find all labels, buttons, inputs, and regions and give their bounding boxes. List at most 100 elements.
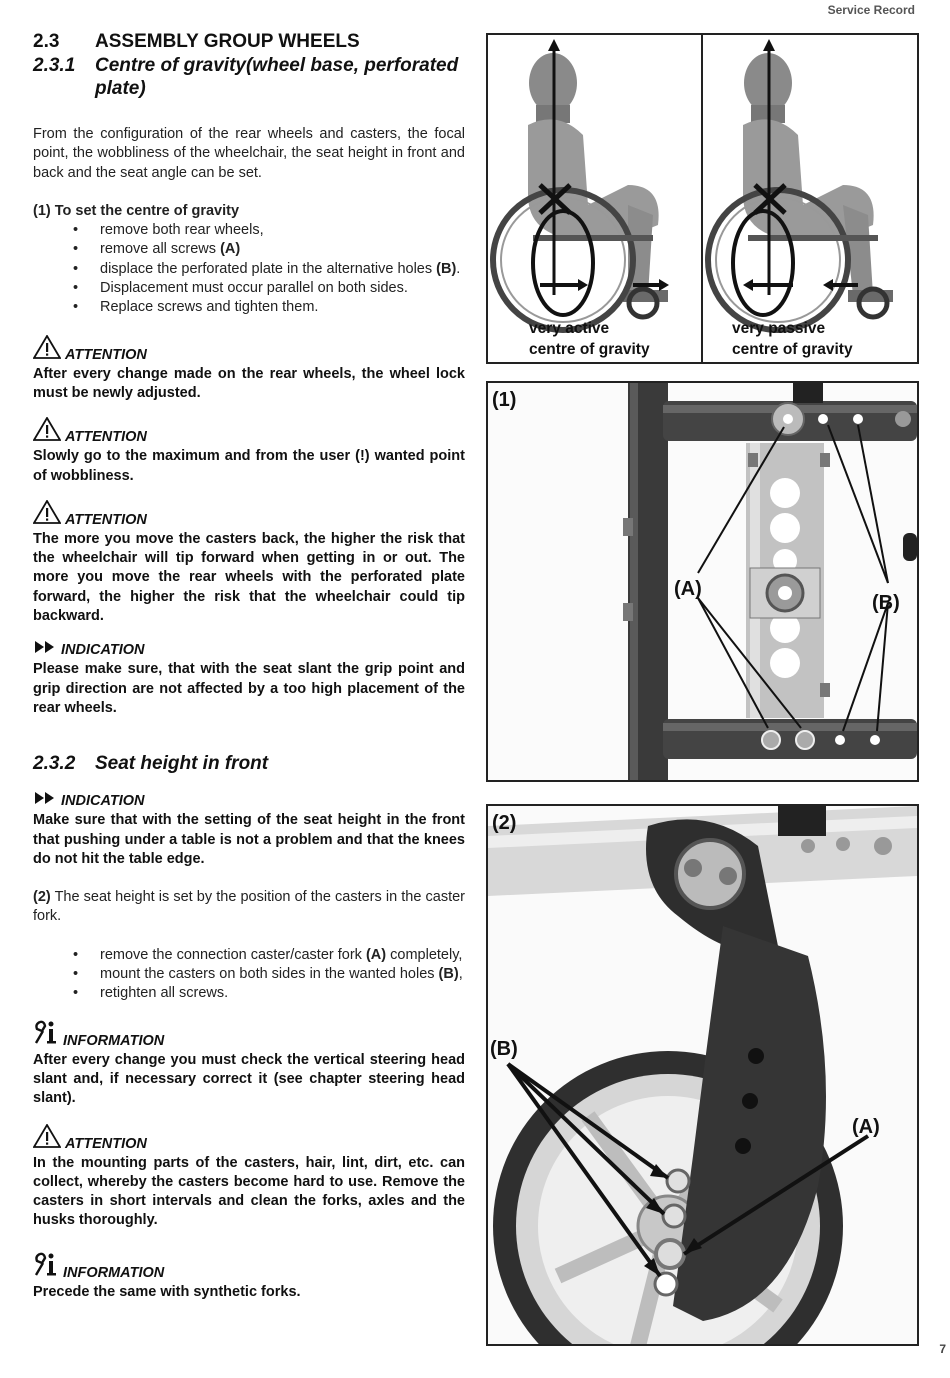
notice-information: INFORMATION Precede the same with synthet… [33, 1251, 465, 1302]
notice-text: In the mounting parts of the casters, ha… [33, 1154, 465, 1229]
cog-figure: very active centre of gravity very passi… [486, 33, 919, 364]
notice-title: ATTENTION [32, 499, 465, 530]
list-item-pre: Replace screws and tighten them. [100, 299, 319, 316]
double-arrow-icon [33, 640, 57, 660]
list-item-pre: remove both rear wheels, [100, 222, 264, 239]
seat-height-list: remove the connection caster/caster fork… [33, 946, 465, 1004]
warning-triangle-icon [32, 333, 62, 365]
list-item-pre: retighten all screws. [100, 985, 229, 1002]
cog-illustration [490, 35, 893, 362]
caption-active-line1: very active [529, 320, 610, 337]
list-item: mount the casters on both sides in the w… [33, 965, 465, 985]
subsection-heading-2: 2.3.2 Seat height in front [33, 752, 465, 775]
notice-indication: INDICATION Please make sure, that with th… [33, 640, 465, 718]
caption-passive-line1: very passive [732, 320, 826, 337]
notice-text: After every change you must check the ve… [33, 1051, 465, 1107]
notice-title: ATTENTION [32, 416, 465, 447]
seat-height-paragraph: (2) The seat height is set by the positi… [33, 888, 465, 927]
notice-text: Precede the same with synthetic forks. [33, 1283, 301, 1300]
notice-type-label: ATTENTION [65, 429, 147, 446]
cog-marker: (1) [33, 202, 51, 219]
subsection-number-2: 2.3.2 [33, 753, 76, 775]
plate-figure: (1) (A) (B) [486, 381, 919, 782]
notice-type-label: ATTENTION [65, 346, 147, 363]
plate-photo [488, 383, 917, 780]
wrench-info-icon [33, 1251, 59, 1283]
list-item-bold: (A) [220, 241, 241, 258]
cog-steps-title: (1) To set the centre of gravity [33, 202, 465, 221]
list-item-bold: (B) [438, 966, 459, 983]
notice-text: The more you move the casters back, the … [33, 530, 465, 625]
notice-title: INDICATION [33, 791, 465, 811]
list-item: displace the perforated plate in the alt… [33, 260, 465, 280]
page-number: 7 [939, 1342, 946, 1356]
caption-passive: very passive centre of gravity [732, 318, 853, 360]
list-item: remove both rear wheels, [33, 221, 465, 241]
subsection-title-2: Seat height in front [95, 753, 269, 775]
notice-type-label: INDICATION [61, 642, 145, 659]
fork-photo [488, 806, 917, 1344]
plate-label-b: (B) [872, 592, 900, 614]
cog-title-text: To set the centre of gravity [54, 202, 240, 219]
warning-triangle-icon [32, 416, 62, 447]
text-column: 2.3 ASSEMBLY GROUP WHEELS 2.3.1 Centre o… [32, 30, 465, 1302]
subsection-heading-1: 2.3.1 Centre of gravity(wheel base, perf… [33, 54, 465, 100]
notice-text: Make sure that with the setting of the s… [33, 812, 465, 867]
list-item-bold: (B) [436, 260, 457, 277]
notice-text: After every change made on the rear whee… [33, 365, 465, 401]
list-item: remove the connection caster/caster fork… [33, 946, 465, 966]
subsection-number: 2.3.1 [33, 55, 76, 76]
seat-height-text: The seat height is set by the position o… [33, 889, 465, 925]
notice-information: INFORMATION After every change you must c… [33, 1019, 465, 1109]
notice-title: ATTENTION [32, 1122, 465, 1154]
list-item: Replace screws and tighten them. [33, 298, 465, 318]
notice-attention: ATTENTION The more you move the casters b… [32, 499, 465, 626]
fork-label-b: (B) [490, 1038, 518, 1060]
notice-attention: ATTENTION Slowly go to the maximum and fr… [32, 416, 465, 486]
running-header: Service Record [827, 3, 915, 17]
notice-title: INFORMATION [33, 1019, 465, 1051]
warning-triangle-icon [32, 499, 62, 530]
intro-paragraph: From the configuration of the rear wheel… [33, 126, 465, 181]
notice-attention: ATTENTION After every change made on the … [32, 333, 465, 404]
fork-label-a: (A) [852, 1116, 880, 1138]
notice-title: ATTENTION [32, 333, 465, 365]
list-item-post: . [456, 260, 461, 277]
warning-triangle-icon [32, 1122, 62, 1154]
list-item-pre: remove the connection caster/caster fork [100, 946, 366, 963]
list-item: Displacement must occur parallel on both… [33, 279, 465, 299]
caption-active-line2: centre of gravity [529, 341, 650, 358]
notice-type-label: ATTENTION [65, 511, 147, 528]
fork-figure: (2) (B) (A) [486, 804, 919, 1346]
list-item-post: , [458, 966, 463, 983]
list-item-pre: displace the perforated plate in the alt… [100, 260, 437, 277]
list-item-pre: mount the casters on both sides in the w… [100, 966, 439, 983]
section-number: 2.3 [33, 31, 60, 52]
notice-attention: ATTENTION In the mounting parts of the ca… [32, 1122, 465, 1231]
fork-figure-label: (2) [492, 812, 517, 834]
notice-type-label: INFORMATION [63, 1032, 165, 1049]
notice-indication: INDICATION Make sure that with the settin… [33, 791, 465, 869]
section-title: ASSEMBLY GROUP WHEELS [95, 31, 360, 52]
list-item-pre: Displacement must occur parallel on both… [100, 280, 408, 297]
cog-steps-list: remove both rear wheels,remove all screw… [33, 221, 465, 318]
notice-seat-height: INDICATION Make sure that with the settin… [33, 791, 465, 869]
list-item-post: completely, [386, 946, 463, 963]
notice-type-label: INDICATION [61, 793, 145, 810]
notice-title: INDICATION [33, 640, 465, 660]
list-item-pre: remove all screws [100, 241, 221, 258]
list-item: retighten all screws. [33, 984, 465, 1004]
caption-passive-line2: centre of gravity [732, 341, 853, 358]
wrench-info-icon [33, 1019, 59, 1051]
caption-active: very active centre of gravity [529, 318, 650, 360]
notices-group-1: ATTENTION After every change made on the … [32, 333, 465, 719]
list-item: remove all screws (A) [33, 240, 465, 260]
notice-type-label: INFORMATION [63, 1264, 165, 1281]
section-heading: 2.3 ASSEMBLY GROUP WHEELS [33, 30, 465, 54]
list-item-bold: (A) [365, 946, 387, 963]
plate-label-a: (A) [674, 578, 702, 600]
notice-text: Please make sure, that with the seat sla… [33, 661, 465, 716]
double-arrow-icon [33, 791, 57, 811]
notice-type-label: ATTENTION [65, 1135, 147, 1152]
notice-text: Slowly go to the maximum and from the us… [33, 448, 465, 484]
